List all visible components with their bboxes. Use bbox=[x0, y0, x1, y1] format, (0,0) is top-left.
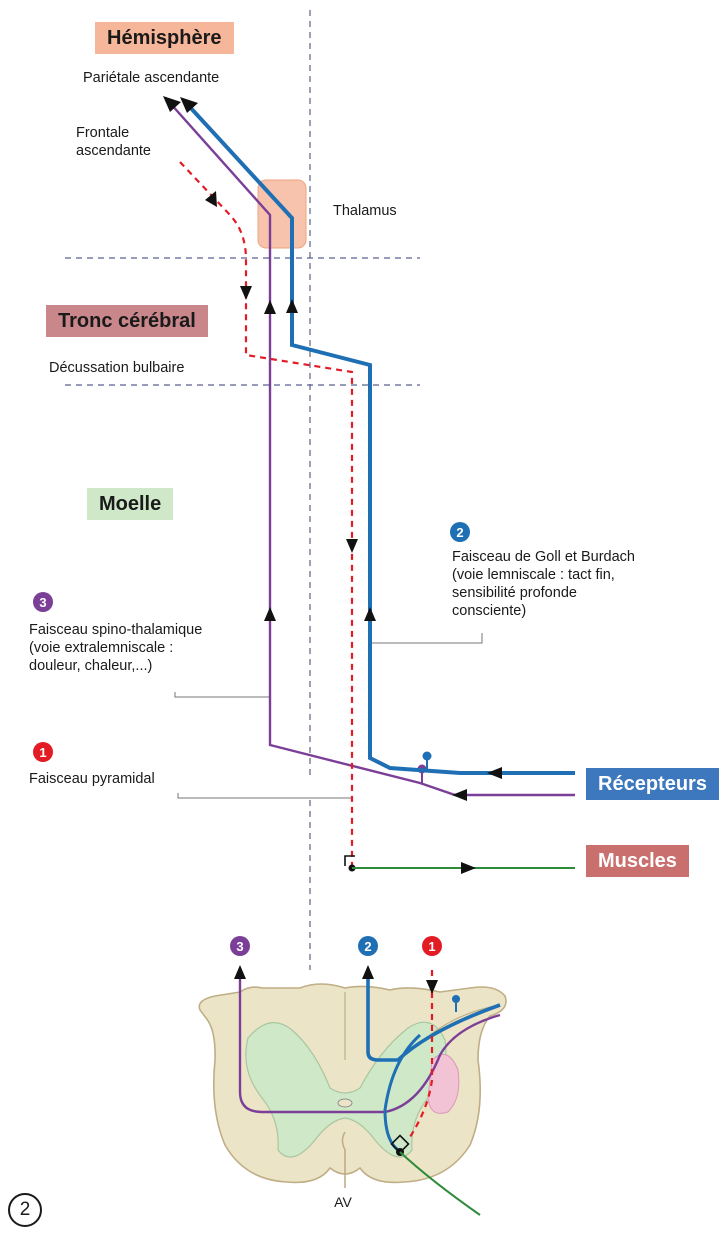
cord-motor-nerve bbox=[399, 1151, 481, 1216]
cord-lemniscal-branch bbox=[383, 1033, 421, 1152]
marker-cord-2: 2 bbox=[358, 936, 378, 956]
arrowhead-cord-spinothalamic bbox=[234, 965, 246, 979]
callout-line-pyramidal bbox=[177, 793, 352, 799]
ventral-fissure bbox=[341, 1131, 346, 1188]
arrowhead-lemniscal-1 bbox=[286, 299, 298, 313]
cord-spinothalamic bbox=[238, 975, 501, 1114]
white-matter bbox=[198, 983, 507, 1184]
svg-text:1: 1 bbox=[428, 939, 435, 954]
arrowhead-lemniscal-input bbox=[487, 767, 502, 779]
arrowhead-spinothalamic-1 bbox=[264, 300, 276, 314]
hemisphere-label: Hémisphère bbox=[95, 22, 234, 54]
svg-text:3: 3 bbox=[236, 939, 243, 954]
cord-synapse bbox=[452, 995, 460, 1003]
brainstem-label: Tronc cérébral bbox=[46, 305, 208, 337]
arrowhead-pyramidal-2 bbox=[240, 286, 252, 300]
arrowhead-cord-pyramidal bbox=[426, 980, 438, 994]
marker-callout-3: 3 bbox=[33, 592, 53, 612]
callout-line-goll bbox=[372, 633, 483, 644]
figure-number: 2 bbox=[8, 1193, 42, 1227]
arrowhead-motor bbox=[461, 862, 476, 874]
ventral-motor-terminal bbox=[390, 1134, 410, 1154]
decussation-label: Décussation bulbaire bbox=[49, 360, 185, 376]
svg-text:2: 2 bbox=[364, 939, 371, 954]
parietal-label: Pariétale ascendante bbox=[83, 70, 220, 86]
arrowhead-spinothalamic-2 bbox=[264, 607, 276, 621]
anterior-label: AV bbox=[334, 1194, 352, 1210]
marker-cord-1: 1 bbox=[422, 936, 442, 956]
lateral-column bbox=[427, 1053, 460, 1114]
lemniscal-pathway bbox=[186, 103, 575, 775]
marker-cord-3: 3 bbox=[230, 936, 250, 956]
thalamus-label: Thalamus bbox=[333, 203, 397, 219]
spinal-cord-label: Moelle bbox=[87, 488, 174, 520]
arrowhead-spinothalamic-top bbox=[163, 96, 181, 112]
arrowhead-spinothalamic-input bbox=[452, 789, 467, 801]
svg-text:3: 3 bbox=[39, 595, 46, 610]
marker-callout-2: 2 bbox=[450, 522, 470, 542]
arrowhead-lemniscal-top bbox=[180, 97, 198, 113]
spinal-cord-section: AV bbox=[198, 965, 507, 1216]
cord-pyramidal bbox=[407, 970, 434, 1141]
frontal-label: Frontale ascendante bbox=[76, 125, 151, 159]
central-canal bbox=[337, 1098, 353, 1108]
pyramidal-pathway bbox=[179, 161, 354, 870]
arrowhead-pyramidal-3 bbox=[346, 539, 358, 553]
receptors-label: Récepteurs bbox=[586, 768, 719, 800]
callout-line-spinothalamic bbox=[174, 692, 270, 698]
goll-burdach-description: Faisceau de Goll et Burdach (voie lemnis… bbox=[452, 549, 635, 619]
motor-neuron-terminal bbox=[344, 855, 355, 866]
cord-lemniscal bbox=[366, 975, 501, 1062]
spinothalamic-description: Faisceau spino-thalamique (voie extralem… bbox=[29, 622, 203, 674]
grey-matter bbox=[245, 1021, 447, 1158]
arrowhead-pyramidal-1 bbox=[205, 191, 217, 207]
svg-text:2: 2 bbox=[456, 525, 463, 540]
muscles-label: Muscles bbox=[586, 845, 689, 877]
synapse-lemniscal bbox=[422, 751, 432, 761]
marker-callout-1: 1 bbox=[33, 742, 53, 762]
svg-text:1: 1 bbox=[39, 745, 46, 760]
pyramidal-description: Faisceau pyramidal bbox=[29, 771, 155, 787]
arrowhead-cord-lemniscal bbox=[362, 965, 374, 979]
arrowhead-lemniscal-2 bbox=[364, 607, 376, 621]
spinothalamic-pathway bbox=[169, 102, 575, 797]
